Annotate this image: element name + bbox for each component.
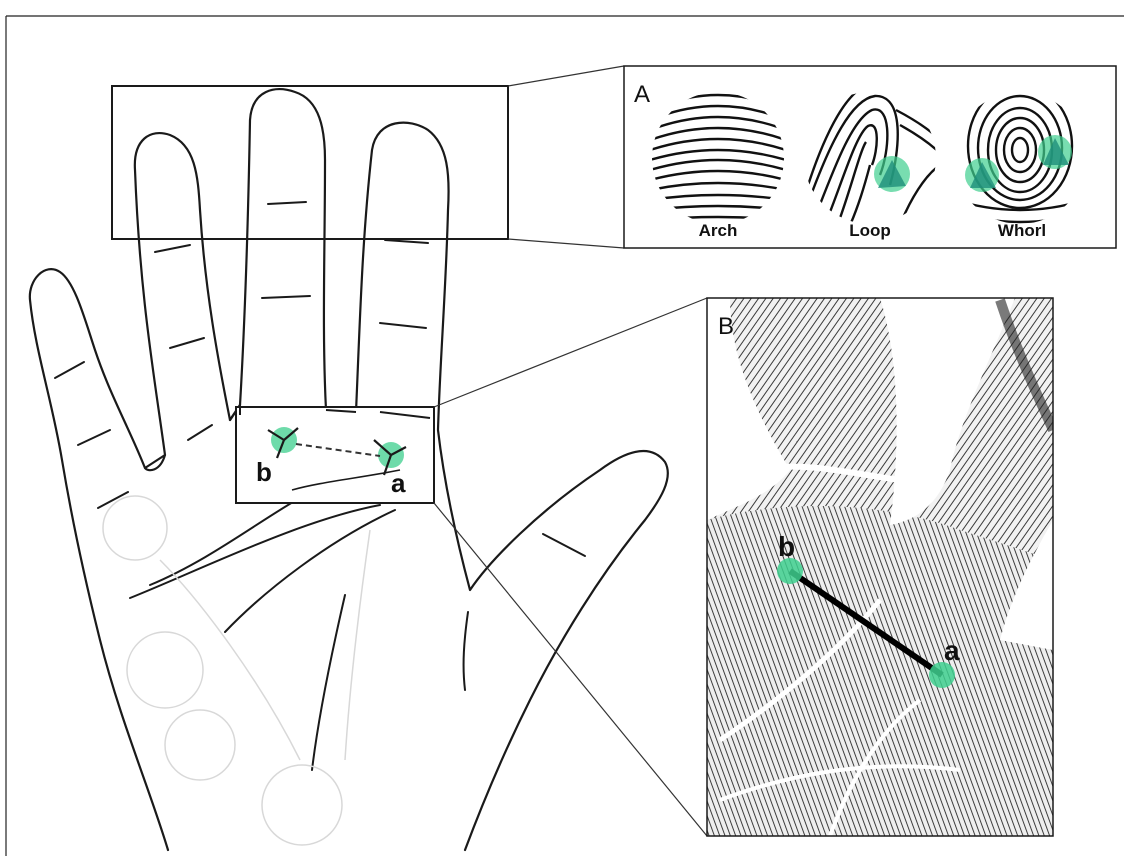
palmprint-image [707,298,1053,836]
connector-line [508,239,624,248]
palm-creases [130,495,468,770]
pattern-label-loop: Loop [849,221,891,240]
inset-label-b: b [256,457,272,487]
panel-a-letter: A [634,81,650,108]
print-label-a: a [944,635,960,666]
pattern-label-whorl: Whorl [998,221,1046,240]
connector-line [434,298,707,407]
panel-b-letter: B [718,313,734,340]
panel-b [707,298,1053,836]
print-label-b: b [778,531,795,562]
pattern-label-arch: Arch [699,221,738,240]
palm-background-sketch [103,496,370,845]
connector-line [434,503,707,836]
connector-line [508,66,624,86]
inset-label-a: a [391,468,406,498]
